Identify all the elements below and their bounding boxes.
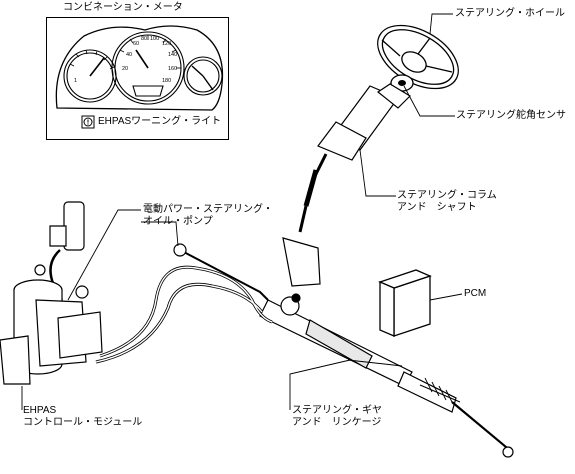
combination-meter-title: コンビネーション・メータ bbox=[63, 2, 183, 13]
label-power-steering-pump: 電動パワー・ステアリング・ オイル・ポンプ bbox=[143, 204, 273, 228]
speed-tick: 160 bbox=[168, 66, 177, 72]
speed-tick: 140 bbox=[168, 52, 177, 58]
label-steering-column-line2: アンド シャフト bbox=[397, 202, 477, 213]
label-gear-line1: ステアリング・ギヤ bbox=[292, 405, 382, 416]
label-steering-column: ステアリング・コラム アンド シャフト bbox=[397, 190, 497, 214]
steering-column bbox=[298, 83, 411, 233]
label-steering-wheel: ステアリング・ホイール bbox=[455, 8, 565, 19]
label-ehpas-line2: コントロール・モジュール bbox=[23, 417, 143, 428]
speed-tick: 80 bbox=[141, 36, 147, 42]
label-steering-gear: ステアリング・ギヤ アンド リンケージ bbox=[292, 405, 382, 429]
pcm-module bbox=[378, 269, 432, 337]
speed-tick: 100 bbox=[150, 36, 159, 42]
combination-meter-gauges bbox=[55, 25, 224, 111]
steering-wheel bbox=[377, 24, 459, 90]
label-steering-angle-sensor: ステアリング舵角センサ bbox=[456, 110, 566, 121]
speed-tick: 60 bbox=[133, 41, 139, 47]
fuel-gauge-dial bbox=[183, 56, 223, 96]
label-ehpas-line1: EHPAS bbox=[23, 405, 57, 416]
tach-tick: 1 bbox=[74, 78, 77, 84]
leader-lines bbox=[21, 13, 463, 410]
electric-power-steering-pump bbox=[0, 201, 103, 385]
speed-tick: 120 bbox=[162, 41, 171, 47]
label-pump-line2: オイル・ポンプ bbox=[143, 216, 213, 227]
pressure-hoses bbox=[95, 265, 273, 364]
label-gear-line2: アンド リンケージ bbox=[292, 417, 382, 428]
gauge-tick-labels: 1 20 40 60 80 100 120 140 160 180 bbox=[74, 36, 177, 84]
ehpas-warning-light-label: EHPASワーニング・ライト bbox=[98, 116, 222, 127]
speed-tick: 180 bbox=[162, 78, 171, 84]
label-pump-line1: 電動パワー・ステアリング・ bbox=[143, 204, 273, 215]
label-ehpas-control-module: EHPAS コントロール・モジュール bbox=[23, 405, 142, 429]
speed-tick: 40 bbox=[126, 52, 132, 58]
speed-tick: 20 bbox=[122, 66, 128, 72]
label-pcm: PCM bbox=[464, 288, 487, 299]
combination-meter-box bbox=[46, 17, 229, 140]
label-steering-column-line1: ステアリング・コラム bbox=[397, 190, 497, 201]
ehpas-warning-light-icon bbox=[81, 115, 95, 129]
